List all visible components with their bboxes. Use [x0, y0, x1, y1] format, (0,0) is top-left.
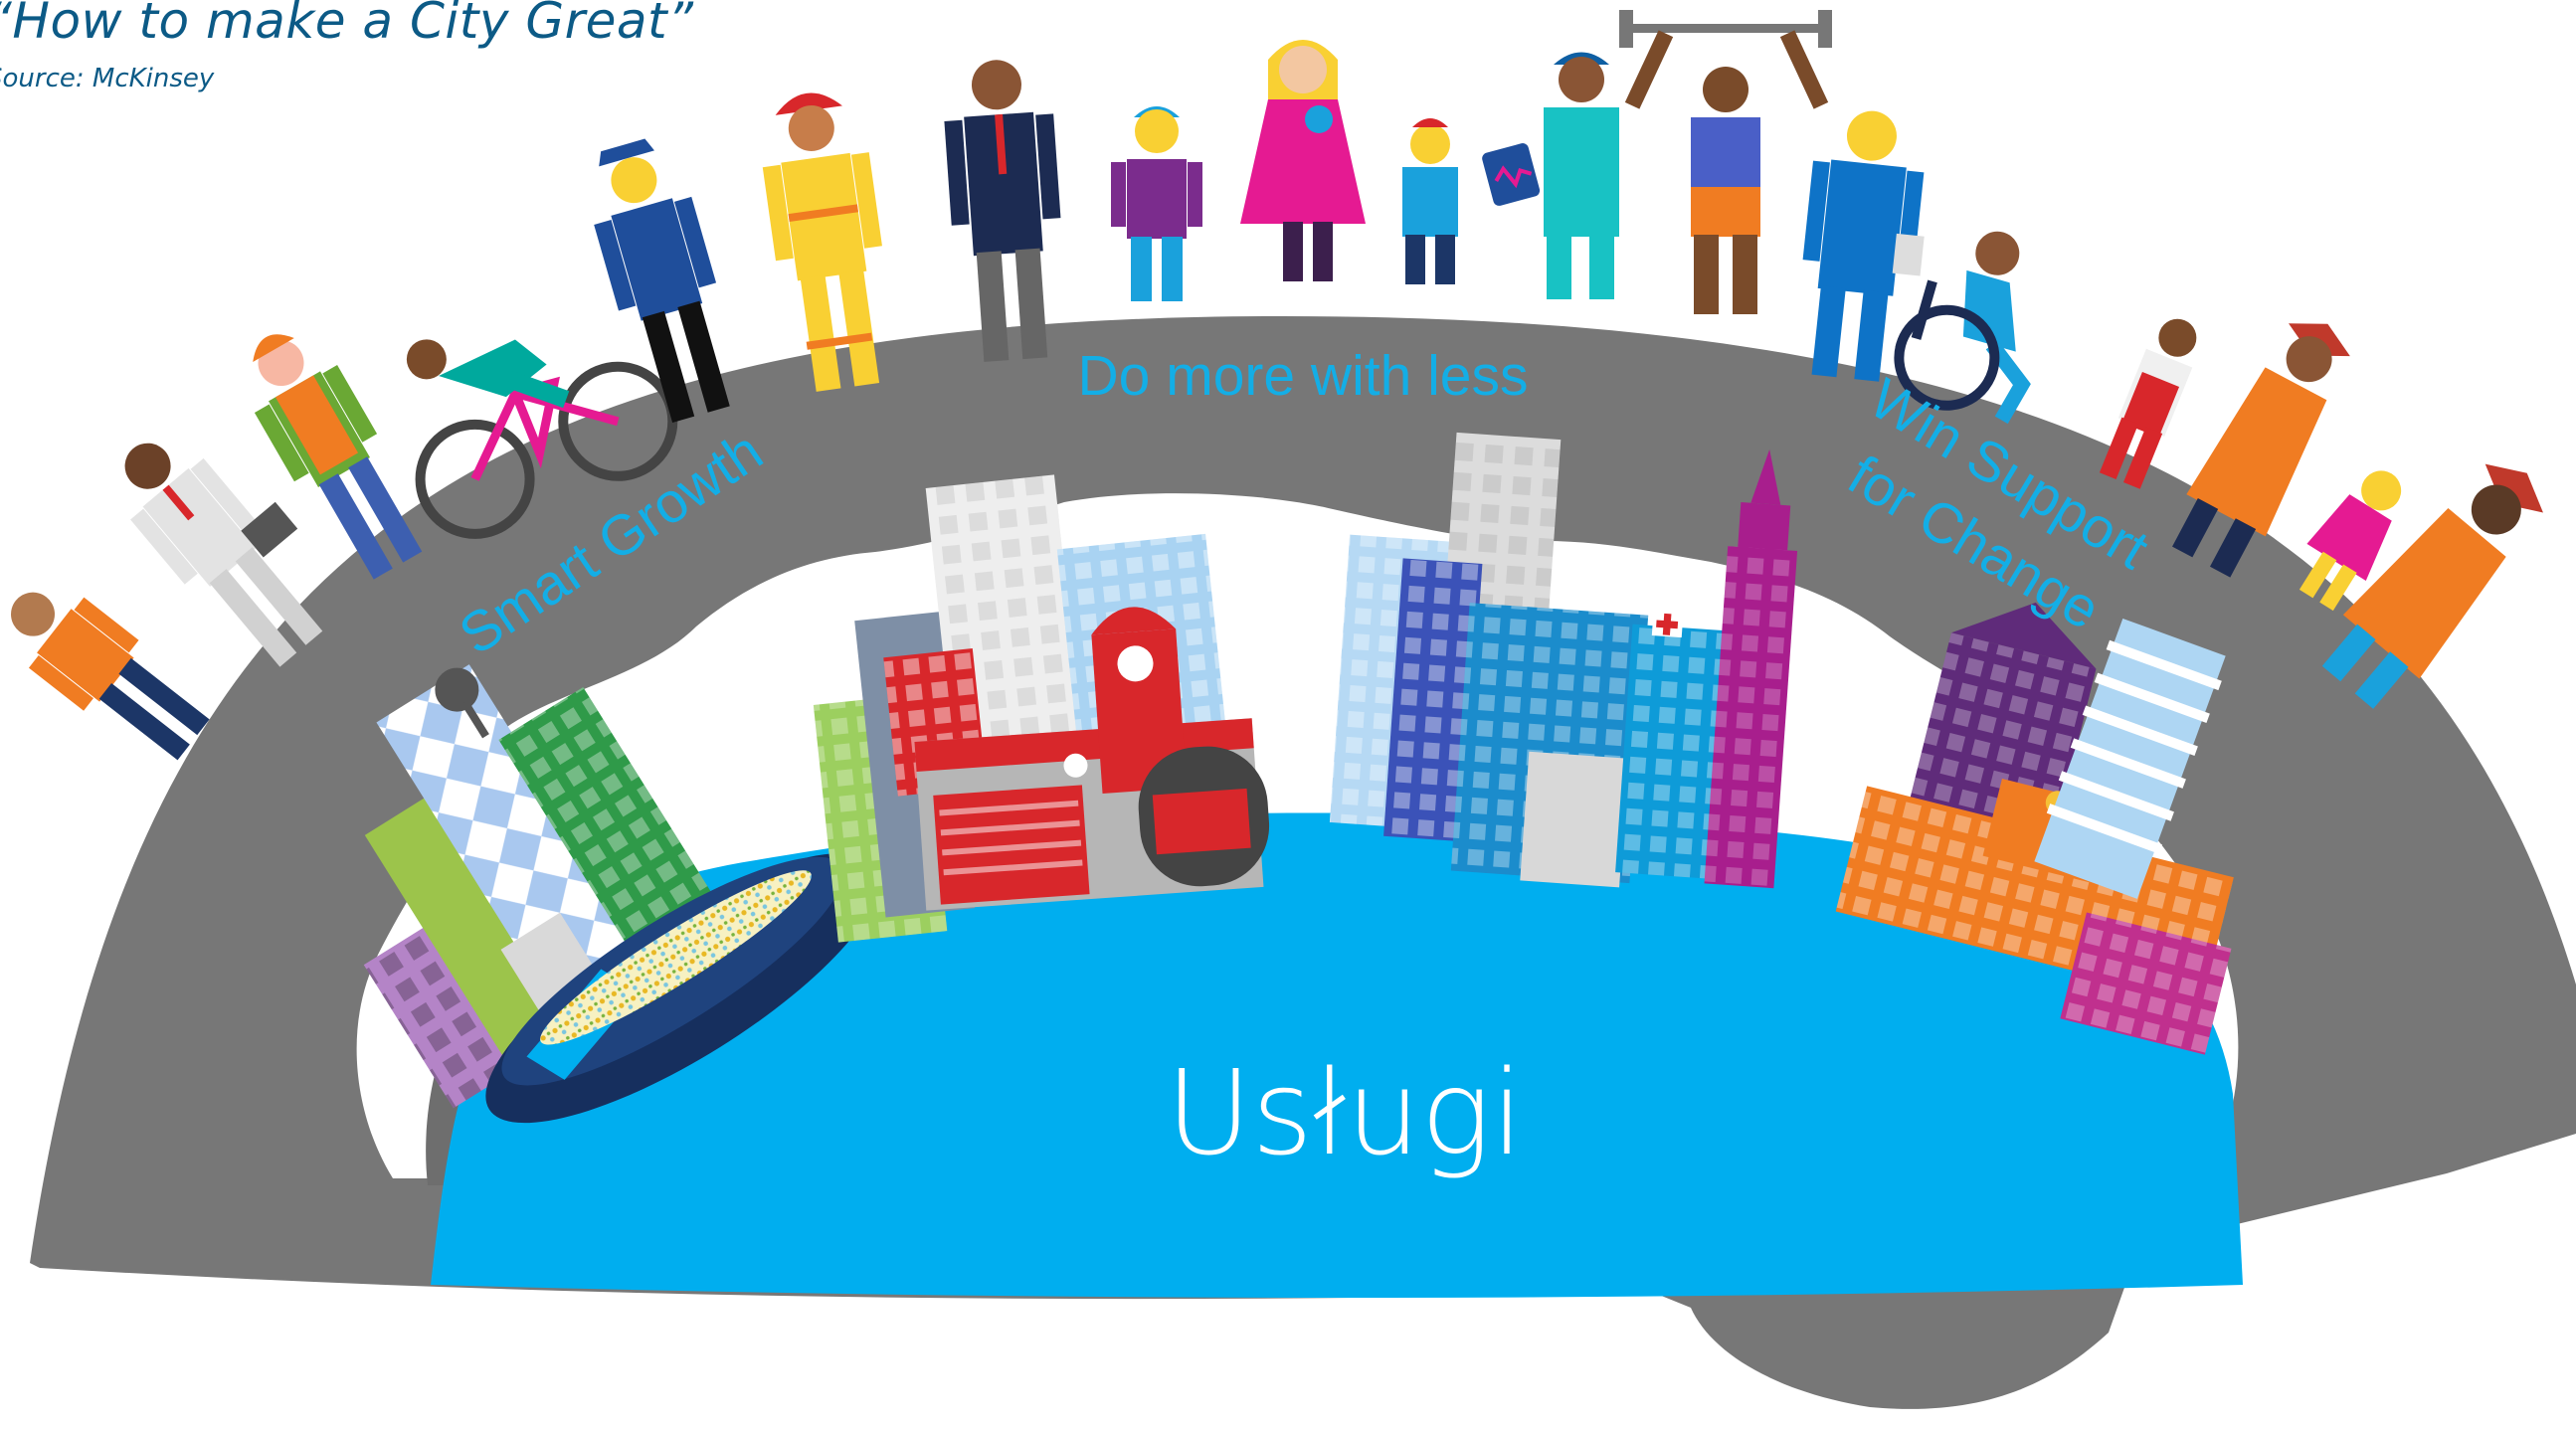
executive-icon: [944, 60, 1061, 362]
nurse-icon: [1802, 110, 1925, 382]
people-row: [11, 10, 2543, 761]
doctor-with-tablet-icon: [1482, 52, 1619, 299]
graduate-woman-icon: [2321, 463, 2543, 709]
construction-worker-icon: [253, 334, 423, 580]
fire-station-icon: [914, 607, 1270, 911]
theme-label-do-more-with-less: Do more with less: [1078, 344, 1529, 408]
elderly-person-icon: [11, 592, 210, 761]
title-quote: “How to make a City Great”: [0, 0, 694, 50]
school-icon: [1835, 602, 2234, 1055]
child-icon: [1111, 106, 1202, 301]
mother-with-baby-icon: [1240, 40, 1366, 281]
girl-icon: [1402, 118, 1458, 284]
cyclist-icon: [406, 339, 678, 539]
apartment-tower-icon: [2034, 618, 2226, 899]
little-girl-icon: [2299, 470, 2402, 612]
title-source: Source: McKinsey: [0, 64, 215, 93]
police-officer-icon: [594, 138, 730, 423]
businessman-icon: [124, 443, 323, 667]
boy-icon: [2099, 318, 2197, 489]
hospital-icon: [1329, 432, 1798, 889]
center-label-uslugi: Usługi: [1166, 1044, 1524, 1181]
stadium-icon: [363, 664, 881, 1124]
wheelchair-user-icon: [1894, 231, 2031, 425]
weightlifter-icon: [1619, 10, 1832, 314]
graduate-icon: [2172, 323, 2350, 578]
firefighter-icon: [762, 92, 882, 392]
